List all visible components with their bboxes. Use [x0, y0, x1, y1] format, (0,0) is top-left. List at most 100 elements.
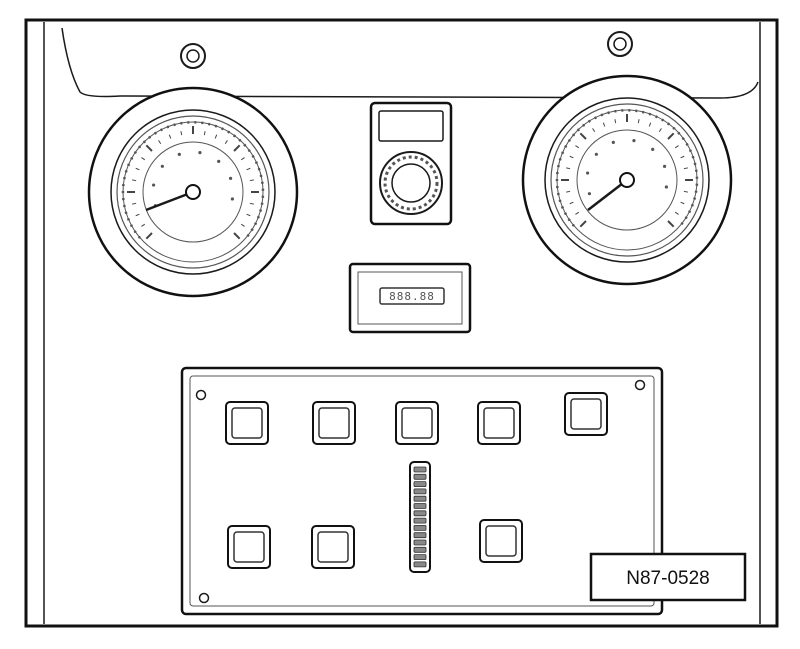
gauge-dot — [198, 151, 202, 155]
gauge-tick — [145, 144, 153, 152]
gauge-tick — [683, 190, 688, 193]
gauge-tick — [214, 134, 218, 139]
panel-corner-screw-icon — [198, 592, 210, 604]
gauge-tick — [569, 155, 574, 159]
gauge-tick — [667, 132, 675, 140]
led-segment — [413, 525, 427, 531]
gauge-dot — [611, 140, 615, 145]
gauge-tick — [614, 119, 617, 124]
gauge-needle — [145, 190, 194, 212]
led-segment — [413, 561, 427, 568]
top-right-screw-icon — [607, 31, 633, 57]
panel-corner-screw-icon — [634, 379, 646, 391]
figure-reference-text: N87-0528 — [626, 568, 709, 589]
gauge-tick — [658, 128, 662, 133]
panel-button[interactable] — [225, 401, 269, 445]
gauge-dot — [586, 171, 590, 175]
bottom-button-row — [227, 519, 523, 569]
led-segment — [413, 554, 427, 560]
led-segment — [413, 481, 427, 488]
panel-button[interactable] — [312, 401, 356, 445]
gauge-tick — [602, 122, 606, 127]
panel-button[interactable] — [227, 525, 271, 569]
gauge-tick — [667, 220, 675, 228]
gauge-tick — [168, 134, 172, 139]
gauge-tick — [579, 220, 587, 228]
gauge-tick — [246, 167, 251, 171]
gauge-scale-marks — [561, 114, 693, 228]
gauge-tick — [240, 223, 245, 227]
led-segment — [413, 539, 427, 546]
gauge-tick — [141, 223, 146, 227]
gauge-dot — [662, 164, 667, 168]
gauge-needle — [587, 179, 628, 211]
gauge-tick — [203, 131, 206, 136]
gauge-tick — [637, 119, 640, 124]
gauge-tick — [674, 211, 679, 215]
high-pressure-gauge — [521, 74, 733, 286]
gauge-dot — [217, 159, 221, 163]
panel-button[interactable] — [311, 525, 355, 569]
gauge-tick — [158, 140, 162, 145]
gauge-tick — [575, 211, 580, 215]
top-button-row — [225, 392, 608, 445]
gauge-tick — [566, 167, 571, 170]
led-segment — [413, 532, 427, 539]
figure-reference-label: N87-0528 — [589, 552, 747, 602]
control-panel — [180, 366, 664, 616]
gauge-dot — [632, 139, 636, 143]
low-pressure-gauge — [87, 86, 299, 298]
gauge-tick — [680, 201, 685, 205]
gauge-tick — [566, 190, 571, 193]
top-left-screw-icon — [180, 43, 206, 69]
gauge-tick — [224, 140, 228, 145]
gauge-tick — [680, 155, 685, 159]
gauge-dot — [160, 164, 164, 168]
led-segment — [413, 466, 427, 473]
gauge-tick — [145, 232, 153, 240]
gauge-dot — [228, 176, 233, 180]
gauge-tick — [246, 213, 251, 217]
gauge-tick — [575, 145, 580, 149]
gauge-tick — [674, 145, 679, 149]
gauge-tick — [141, 157, 146, 161]
gauge-dot — [651, 147, 655, 151]
panel-button[interactable] — [395, 401, 439, 445]
led-level-bar — [409, 461, 431, 573]
gauge-tick — [569, 201, 574, 205]
gauge-tick — [240, 157, 245, 161]
led-segment — [413, 473, 427, 480]
gauge-tick — [233, 144, 241, 152]
gauge-tick — [249, 202, 254, 205]
gauge-tick — [135, 213, 140, 217]
gauge-tick — [132, 202, 137, 205]
gauge-tick — [579, 132, 587, 140]
gauge-tick — [249, 179, 254, 182]
led-segment — [413, 546, 427, 553]
gauge-dot — [177, 152, 181, 157]
led-segment — [413, 517, 427, 524]
gauge-tick — [135, 167, 140, 171]
panel-button[interactable] — [564, 392, 608, 436]
gauge-dot — [664, 185, 668, 189]
gauge-tick — [132, 179, 137, 182]
gauge-dot — [230, 197, 234, 201]
panel-button[interactable] — [477, 401, 521, 445]
panel-button[interactable] — [479, 519, 523, 563]
panel-corner-screw-icon — [195, 389, 207, 401]
gauge-tick — [592, 128, 596, 133]
gauge-dot — [594, 152, 598, 156]
led-segment — [413, 503, 427, 509]
gauge-dot — [587, 192, 592, 196]
gauge-dot — [152, 183, 156, 187]
gauge-tick — [180, 131, 183, 136]
digital-display: 888.88 — [348, 262, 472, 334]
led-segment — [413, 495, 427, 502]
gauge-tick — [233, 232, 241, 240]
sight-glass-module — [369, 101, 453, 226]
led-segment — [413, 488, 427, 495]
gauge-tick — [683, 167, 688, 170]
display-readout: 888.88 — [389, 290, 435, 303]
housing-outline — [43, 22, 761, 624]
